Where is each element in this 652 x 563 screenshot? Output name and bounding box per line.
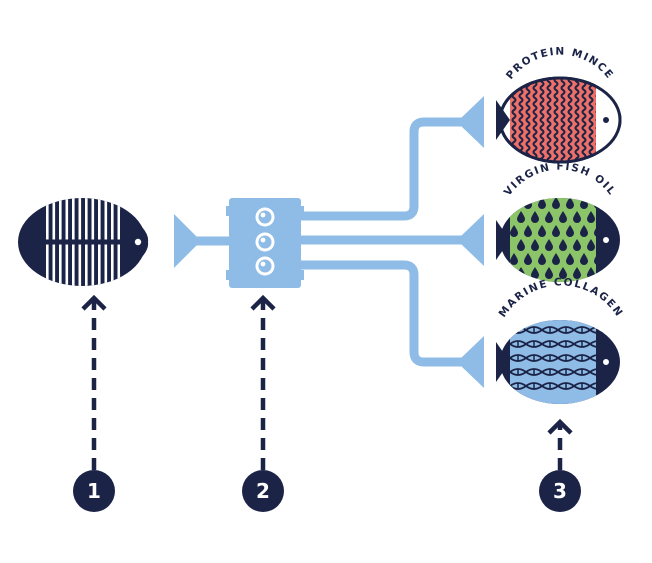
product-label-oil: VIRGIN FISH OIL xyxy=(502,161,618,199)
oil-drop-icon xyxy=(531,211,539,223)
oil-drop-icon xyxy=(573,239,581,251)
oil-drop-icon xyxy=(524,253,532,265)
step-badge-1: 1 xyxy=(73,470,115,512)
oil-drop-icon xyxy=(573,267,581,279)
pipe-to-collagen xyxy=(295,260,462,367)
fish-tail-icon xyxy=(28,230,40,254)
oil-drop-icon xyxy=(545,211,553,223)
step-number: 1 xyxy=(87,479,101,503)
wave-line xyxy=(553,78,559,162)
oil-drop-icon xyxy=(524,198,532,209)
oil-drop-icon xyxy=(573,211,581,223)
fish-eye-icon xyxy=(603,237,609,243)
oil-drop-icon xyxy=(566,253,574,265)
pipe-to-protein xyxy=(295,117,462,221)
step-number: 3 xyxy=(553,479,567,503)
fish-tail-icon xyxy=(496,220,510,260)
outlet-funnel-icon xyxy=(460,96,484,148)
oil-drop-icon xyxy=(545,239,553,251)
oil-drop-icon xyxy=(594,253,602,265)
oil-drop-icon xyxy=(580,253,588,265)
step-badge-3: 3 xyxy=(539,470,581,512)
oil-drop-icon xyxy=(510,225,518,237)
product-label-protein: PROTEIN MINCE xyxy=(504,46,616,82)
dna-strand xyxy=(509,384,607,390)
processor-machine-icon xyxy=(226,198,304,288)
wave-line xyxy=(588,78,594,162)
fish-eye-icon xyxy=(603,359,609,365)
oil-drop-icon xyxy=(559,239,567,251)
oil-drop-icon xyxy=(531,267,539,279)
machine-dial-icon xyxy=(255,256,275,276)
oil-drop-icon xyxy=(517,239,525,251)
arrow-head-icon xyxy=(81,294,107,311)
wave-line xyxy=(511,78,517,162)
oil-drop-icon xyxy=(545,267,553,279)
fish-head-icon xyxy=(120,210,149,274)
dna-strand xyxy=(509,370,607,376)
protein-mince-fish-icon xyxy=(496,76,622,164)
oil-drop-icon xyxy=(559,211,567,223)
oil-drop-icon xyxy=(552,225,560,237)
wave-line xyxy=(546,78,552,162)
step-number: 2 xyxy=(256,479,270,503)
wave-line xyxy=(581,78,587,162)
oil-drop-icon xyxy=(552,198,560,209)
oil-drop-icon xyxy=(531,239,539,251)
product-label-collagen: MARINE COLLAGEN xyxy=(497,276,626,319)
fish-tail-icon xyxy=(496,100,510,140)
dna-strand xyxy=(509,328,607,334)
dna-strand xyxy=(509,342,607,348)
virgin-fish-oil-fish-icon xyxy=(496,198,620,282)
outlet-funnel-icon xyxy=(460,214,484,266)
oil-drop-icon xyxy=(580,198,588,209)
wave-line xyxy=(567,78,573,162)
input-funnel-icon xyxy=(174,214,198,268)
oil-drop-icon xyxy=(552,253,560,265)
oil-drop-icon xyxy=(566,225,574,237)
step-badge-2: 2 xyxy=(242,470,284,512)
wave-line xyxy=(539,78,545,162)
oil-drop-icon xyxy=(594,198,602,209)
oil-drop-icon xyxy=(580,225,588,237)
oil-drop-icon xyxy=(538,198,546,209)
oil-drop-icon xyxy=(538,225,546,237)
oil-drop-icon xyxy=(587,211,595,223)
oil-drop-icon xyxy=(587,239,595,251)
oil-drop-icon xyxy=(538,253,546,265)
marine-collagen-fish-icon xyxy=(496,320,620,404)
fish-skeleton-icon xyxy=(18,198,149,286)
machine-dial-icon xyxy=(255,232,275,252)
pipe-network xyxy=(190,117,462,367)
fish-spine xyxy=(36,239,122,245)
wave-line xyxy=(532,78,538,162)
arrow-head-icon xyxy=(547,418,573,435)
fish-eye-icon xyxy=(603,117,609,123)
oil-drop-icon xyxy=(559,267,567,279)
fish-tail-icon xyxy=(496,342,510,382)
dna-strand xyxy=(509,356,607,362)
outlet-funnel-icon xyxy=(460,336,484,388)
arrow-head-icon xyxy=(250,294,276,311)
fish-eye-icon xyxy=(134,238,142,246)
oil-drop-icon xyxy=(524,225,532,237)
wave-line xyxy=(574,78,580,162)
machine-dial-icon xyxy=(255,207,275,227)
oil-drop-icon xyxy=(517,211,525,223)
oil-drop-icon xyxy=(510,253,518,265)
oil-drop-icon xyxy=(510,198,518,209)
oil-drop-icon xyxy=(566,198,574,209)
wave-line xyxy=(560,78,566,162)
oil-drop-icon xyxy=(594,225,602,237)
